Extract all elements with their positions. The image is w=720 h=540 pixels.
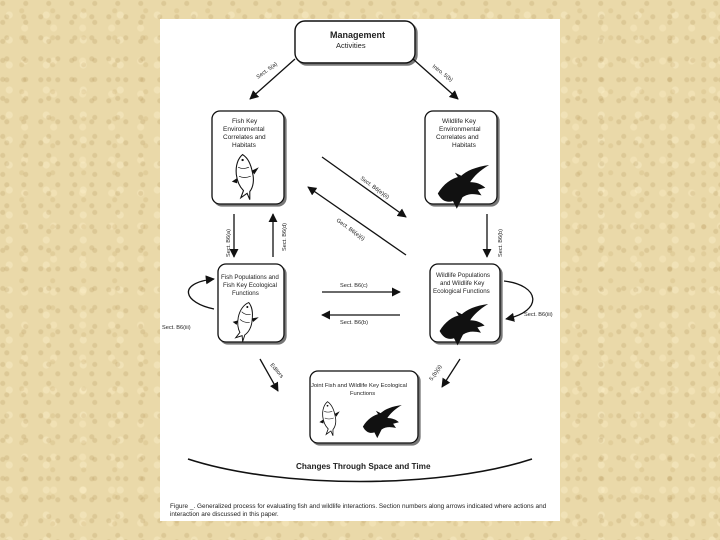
label-diag-up: Gect. B6(e)(i) (335, 218, 366, 243)
joint-functions-label: Joint Fish and Wildlife Key Ecological F… (311, 383, 409, 397)
wildlife-populations-label: Wildlife Populations and Wildlife Key Ec… (433, 272, 492, 295)
figure-paper: Management Activities Fish Key Environme… (160, 19, 560, 521)
arrow-diag-down (321, 156, 407, 218)
wildlife-populations-node: Wildlife Populations and Wildlife Key Ec… (429, 263, 501, 346)
management-title: Management (330, 30, 385, 40)
loop-wildlife-populations (503, 280, 534, 322)
arrow-fish-to-joint (259, 358, 279, 392)
fish-populations-node: Fish Populations and Fish Key Ecological… (217, 263, 285, 345)
label-fish-pop-to-hab: Sect. B6(d) (282, 223, 288, 251)
label-mgmt-to-fish: Sect. 5(a) (256, 61, 279, 80)
space-time-arc (187, 458, 533, 483)
label-fish-self-loop: Sect. B6(iii) (162, 325, 191, 331)
label-diag-down: Sect. B6(e)(ii) (359, 176, 390, 201)
label-pop-to-right: Sect. B6(c) (340, 283, 368, 289)
fish-populations-label: Fish Populations and Fish Key Ecological… (221, 274, 281, 297)
figure-caption: Figure _. Generalized process for evalua… (170, 503, 547, 518)
wildlife-habitats-node: Wildlife Key Environmental Correlates an… (424, 110, 498, 209)
fish-habitats-label: Fish Key Environmental Correlates and Ha… (223, 118, 267, 149)
label-fish-hab-to-pop: Sect. B6(a) (226, 229, 232, 257)
arrow-mgmt-to-wildlife (412, 58, 459, 100)
arrow-diag-up (307, 186, 407, 256)
fish-habitats-node: Fish Key Environmental Correlates and Ha… (211, 110, 285, 205)
arrow-mgmt-to-fish (249, 58, 296, 100)
label-mgmt-to-wildlife: Intro. 5(b) (431, 64, 454, 84)
management-subtitle: Activities (336, 41, 366, 50)
changes-label: Changes Through Space and Time (296, 462, 431, 471)
label-pop-to-left: Sect. B6(b) (340, 320, 368, 326)
label-wildlife-to-joint: 5.(b)(ii) (429, 364, 444, 382)
label-wildlife-hab-to-pop: Sect. B6(b) (498, 229, 504, 257)
arrow-wildlife-to-joint (441, 358, 461, 388)
loop-fish-populations (187, 275, 215, 310)
interaction-diagram: Management Activities Fish Key Environme… (162, 20, 553, 483)
label-wildlife-self-loop: Sect. B6(iii) (524, 312, 553, 318)
management-activities-node: Management Activities (294, 20, 416, 64)
wildlife-habitats-label: Wildlife Key Environmental Correlates an… (436, 118, 482, 149)
joint-functions-node: Joint Fish and Wildlife Key Ecological F… (309, 370, 419, 444)
